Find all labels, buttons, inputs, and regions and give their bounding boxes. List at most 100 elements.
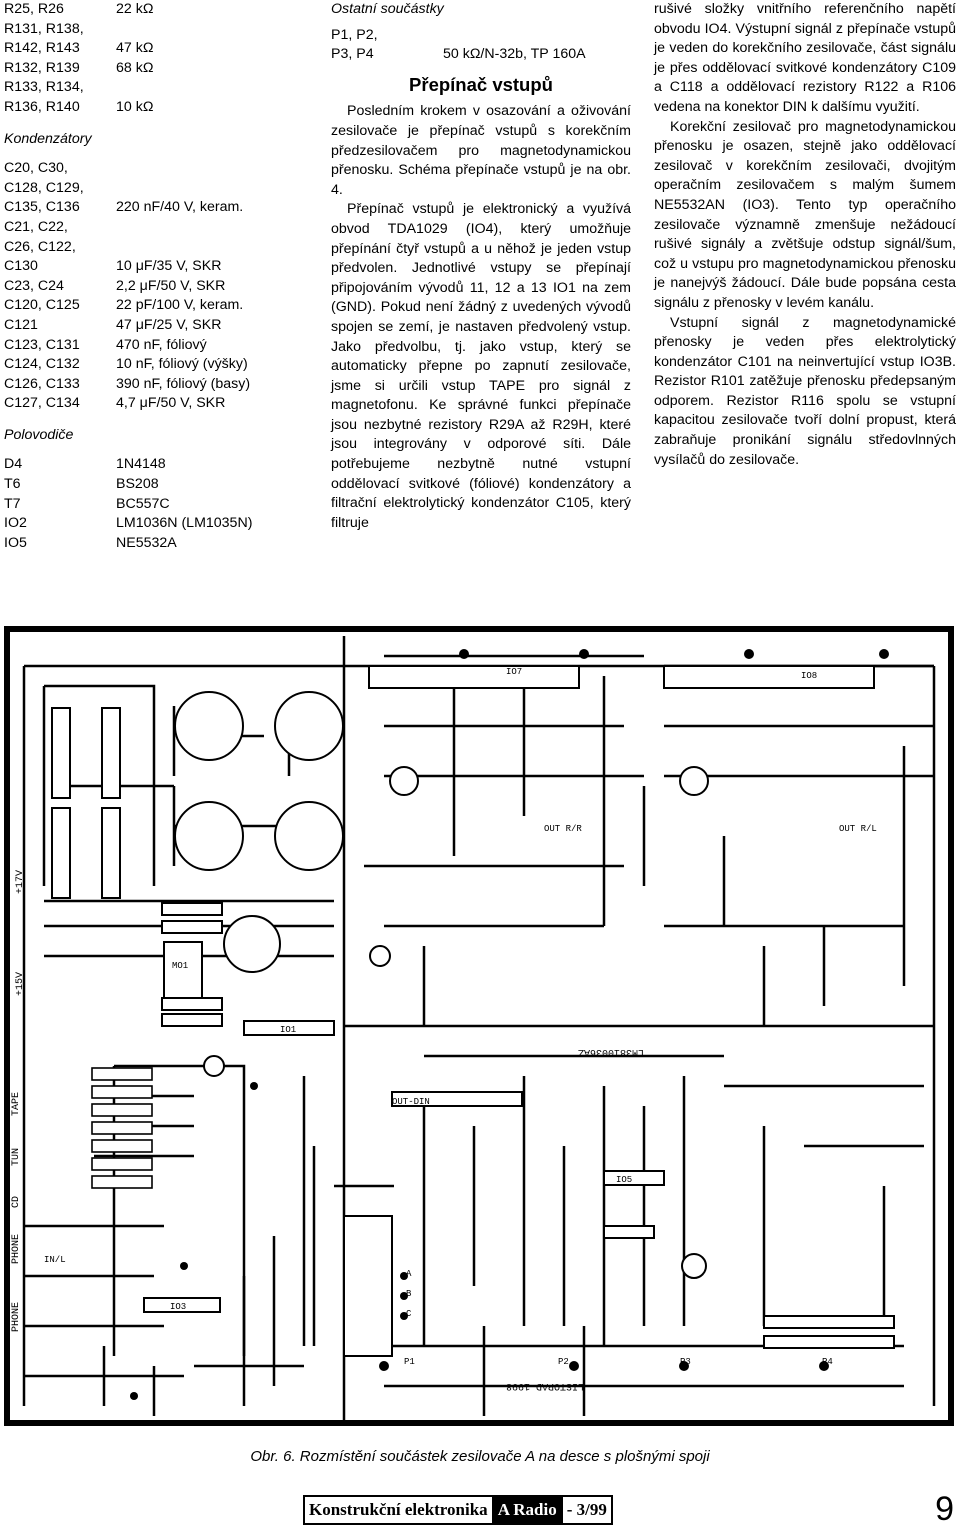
section-capacitors-heading: Kondenzátory: [4, 130, 92, 147]
pcb-components: [51, 665, 895, 1357]
capacitor-c10: [274, 691, 344, 761]
select-label-c: C: [406, 1309, 412, 1319]
part-reference: C20, C30,: [4, 160, 68, 177]
mirrored-date-marking: LISTOPAD 1998: [506, 1380, 584, 1391]
input-label-cd: CD: [11, 1196, 22, 1208]
mirrored-chip-marking: LM3810036AZ: [578, 1046, 644, 1057]
part-value: 390 nF, fóliový (basy): [116, 375, 251, 392]
capacitor-c122: [681, 1253, 707, 1279]
part-reference: D4: [4, 456, 23, 473]
capacitor-c14: [679, 766, 709, 796]
footer-title-part1: Konstrukční elektronika: [303, 1495, 492, 1525]
part-row: C21, C22,: [4, 218, 314, 238]
section-heading: Přepínač vstupů: [409, 73, 553, 95]
part-value: 2,2 μF/50 V, SKR: [116, 277, 226, 294]
part-reference: R142, R143: [4, 40, 80, 57]
ic-io3: [143, 1297, 221, 1313]
part-row: C127, C134 4,7 μF/50 V, SKR: [4, 394, 314, 414]
pot-label-p1: P1: [404, 1357, 415, 1367]
section-semiconductors-heading: Polovodiče: [4, 426, 74, 443]
part-reference: C127, C134: [4, 395, 80, 412]
part-row: IO5 NE5532A: [4, 534, 314, 554]
part-row: C23, C24 2,2 μF/50 V, SKR: [4, 277, 314, 297]
page-number: 9: [935, 1490, 954, 1528]
part-row: C128, C129,: [4, 179, 314, 199]
select-label-b: B: [406, 1289, 412, 1299]
part-reference: C21, C22,: [4, 218, 68, 235]
part-reference: C124, C132: [4, 356, 80, 373]
resistor-r142: [763, 1335, 895, 1349]
input-label-in-l: IN/L: [44, 1255, 66, 1265]
part-value: BC557C: [116, 495, 170, 512]
input-label-phone: PHONE: [11, 1234, 22, 1264]
capacitor-c25: [203, 1055, 225, 1077]
part-value: 22 pF/100 V, keram.: [116, 297, 244, 314]
part-value: 4,7 μF/50 V, SKR: [116, 395, 226, 412]
capacitor-c39: [161, 902, 223, 916]
ic-label-io3: IO3: [170, 1302, 186, 1312]
voltage-label-17v: +17V: [15, 870, 26, 894]
part-reference: C135, C136: [4, 199, 80, 216]
capacitor-c3: [174, 801, 244, 871]
part-row: IO2 LM1036N (LM1035N): [4, 514, 314, 534]
pcb-pads: [130, 649, 889, 1400]
footer-issue: - 3/99: [562, 1495, 613, 1525]
ic-label-io5: IO5: [616, 1175, 632, 1185]
module-mo1: [163, 941, 203, 999]
capacitor-c32: [161, 997, 223, 1011]
capacitor-c120: [603, 1225, 655, 1239]
part-value: 470 nF, fóliový: [116, 336, 207, 353]
capacitor-c16: [223, 915, 281, 973]
voltage-label-15v: +15V: [15, 972, 26, 996]
part-reference: R136, R140: [4, 98, 80, 115]
part-row: R131, R138,: [4, 20, 314, 40]
part-reference: IO5: [4, 534, 27, 551]
capacitor-c11: [274, 801, 344, 871]
select-label-a: A: [406, 1269, 412, 1279]
part-reference: C128, C129,: [4, 179, 84, 196]
part-reference: T6: [4, 476, 21, 493]
part-reference: P3, P4: [331, 46, 374, 63]
capacitor-c31: [161, 920, 223, 934]
resistor-stack: [91, 1067, 153, 1189]
part-reference: C23, C24: [4, 277, 64, 294]
pcb-layout-figure: IO7 IO8 IO1 IO3 IO5 MO1 OUT R/R OUT R/L …: [4, 626, 954, 1426]
article-column-3: rušivé složky vnitřního referenčního nap…: [654, 0, 956, 470]
part-reference: C120, C125: [4, 297, 80, 314]
diode-d7: [101, 807, 121, 899]
part-reference: C121: [4, 316, 38, 333]
part-reference: R25, R26: [4, 1, 64, 17]
input-label-tun: TUN: [11, 1148, 22, 1166]
part-value: 47 kΩ: [116, 40, 154, 57]
capacitor-c15: [389, 766, 419, 796]
part-reference: IO2: [4, 515, 27, 532]
paragraph: Přepínač vstupů je elektronický a využív…: [331, 201, 631, 531]
part-row: R133, R134,: [4, 78, 314, 98]
out-label-left: OUT R/L: [839, 824, 877, 834]
input-label-phone-2: PHONE: [11, 1302, 22, 1332]
out-label-din: OUT-DIN: [392, 1097, 430, 1107]
part-reference: R131, R138,: [4, 20, 84, 37]
part-reference: C126, C133: [4, 375, 80, 392]
part-value: LM1036N (LM1035N): [116, 515, 253, 532]
part-value: NE5532A: [116, 534, 177, 551]
part-row: R142, R143 47 kΩ: [4, 39, 314, 59]
part-row: C120, C125 22 pF/100 V, keram.: [4, 296, 314, 316]
ic-io4: [343, 1215, 393, 1357]
input-label-tape: TAPE: [11, 1092, 22, 1116]
part-reference: R132, R139: [4, 59, 80, 76]
connector-out-din: [391, 1091, 523, 1107]
ic-label-io8: IO8: [801, 671, 817, 681]
part-value: 10 kΩ: [116, 98, 154, 115]
ic-label-io1: IO1: [280, 1025, 296, 1035]
